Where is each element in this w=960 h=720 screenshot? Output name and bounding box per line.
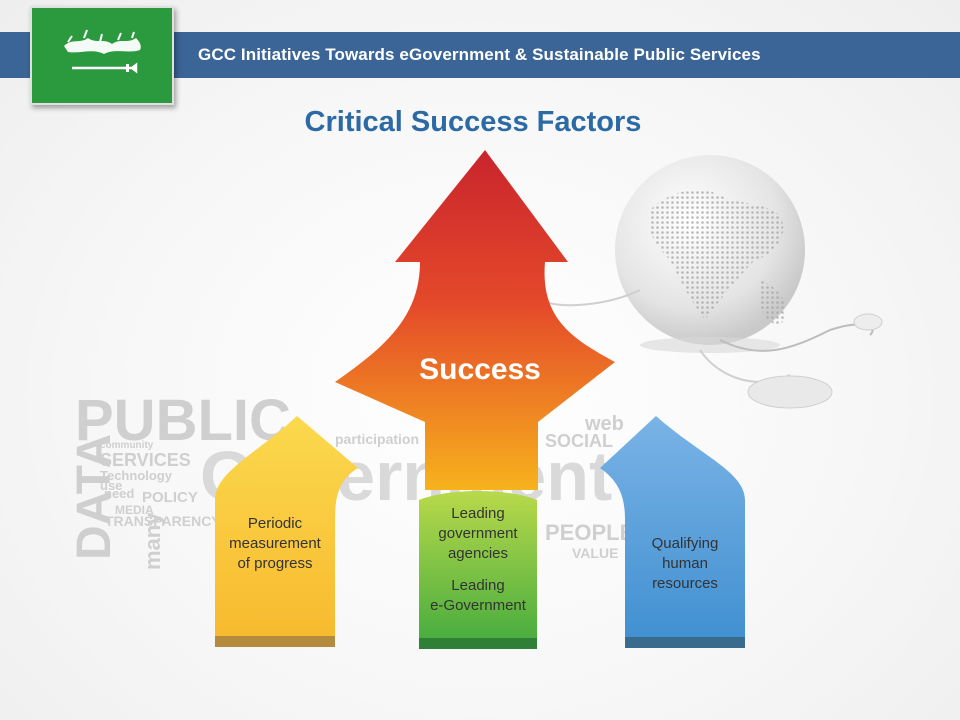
- right-label-line-2: human: [662, 555, 708, 572]
- middle-block: [419, 491, 537, 648]
- right-label-line-3: resources: [652, 575, 718, 592]
- success-label: Success: [419, 353, 541, 386]
- right-arrow: [600, 416, 745, 648]
- middle-top-line-2: government: [438, 525, 518, 542]
- word-value: VALUE: [572, 545, 618, 561]
- middle-block-base: [419, 638, 537, 649]
- left-arrow-label: Periodic measurement of progress: [215, 514, 335, 574]
- left-arrow: [215, 416, 358, 645]
- right-arrow-base: [625, 637, 745, 648]
- flag-emblem: [64, 29, 141, 74]
- header-title: GCC Initiatives Towards eGovernment & Su…: [198, 45, 761, 64]
- mouse-icon: [747, 313, 883, 409]
- right-arrow-label: Qualifying human resources: [625, 534, 745, 594]
- word-services: SERVICES: [100, 450, 191, 470]
- left-label-line-1: Periodic: [247, 515, 303, 532]
- word-people: PEOPLE: [545, 520, 634, 545]
- word-participation: participation: [335, 431, 419, 447]
- middle-bottom-line-1: Leading: [451, 577, 505, 594]
- saudi-flag-icon: [30, 6, 174, 105]
- word-social: SOCIAL: [545, 431, 613, 451]
- word-policy: POLICY: [142, 489, 198, 506]
- success-arrow: [335, 150, 615, 490]
- middle-top-line-3: agencies: [447, 545, 509, 562]
- middle-block-label-bottom: Leading e-Government: [412, 576, 544, 616]
- word-transparency: TRANSPARENCY: [105, 513, 221, 529]
- left-arrow-base: [215, 636, 335, 647]
- middle-bottom-line-2: e-Government: [430, 597, 526, 614]
- word-many: many: [140, 512, 165, 570]
- left-label-line-2: measurement: [229, 535, 321, 552]
- page-title: Critical Success Factors: [304, 106, 642, 138]
- word-public: PUBLIC: [75, 388, 291, 453]
- middle-block-label-top: Leading government agencies: [419, 504, 537, 564]
- word-data: DATA: [68, 434, 121, 560]
- word-technology: Technology: [100, 468, 173, 483]
- right-label-line-1: Qualifying: [651, 535, 719, 552]
- word-need: need: [104, 486, 134, 501]
- word-media: MEDIA: [115, 503, 154, 517]
- word-use: use: [100, 478, 122, 493]
- word-community: community: [100, 440, 154, 451]
- middle-top-line-1: Leading: [451, 505, 505, 522]
- word-web: web: [584, 413, 624, 435]
- left-label-line-3: of progress: [237, 555, 313, 572]
